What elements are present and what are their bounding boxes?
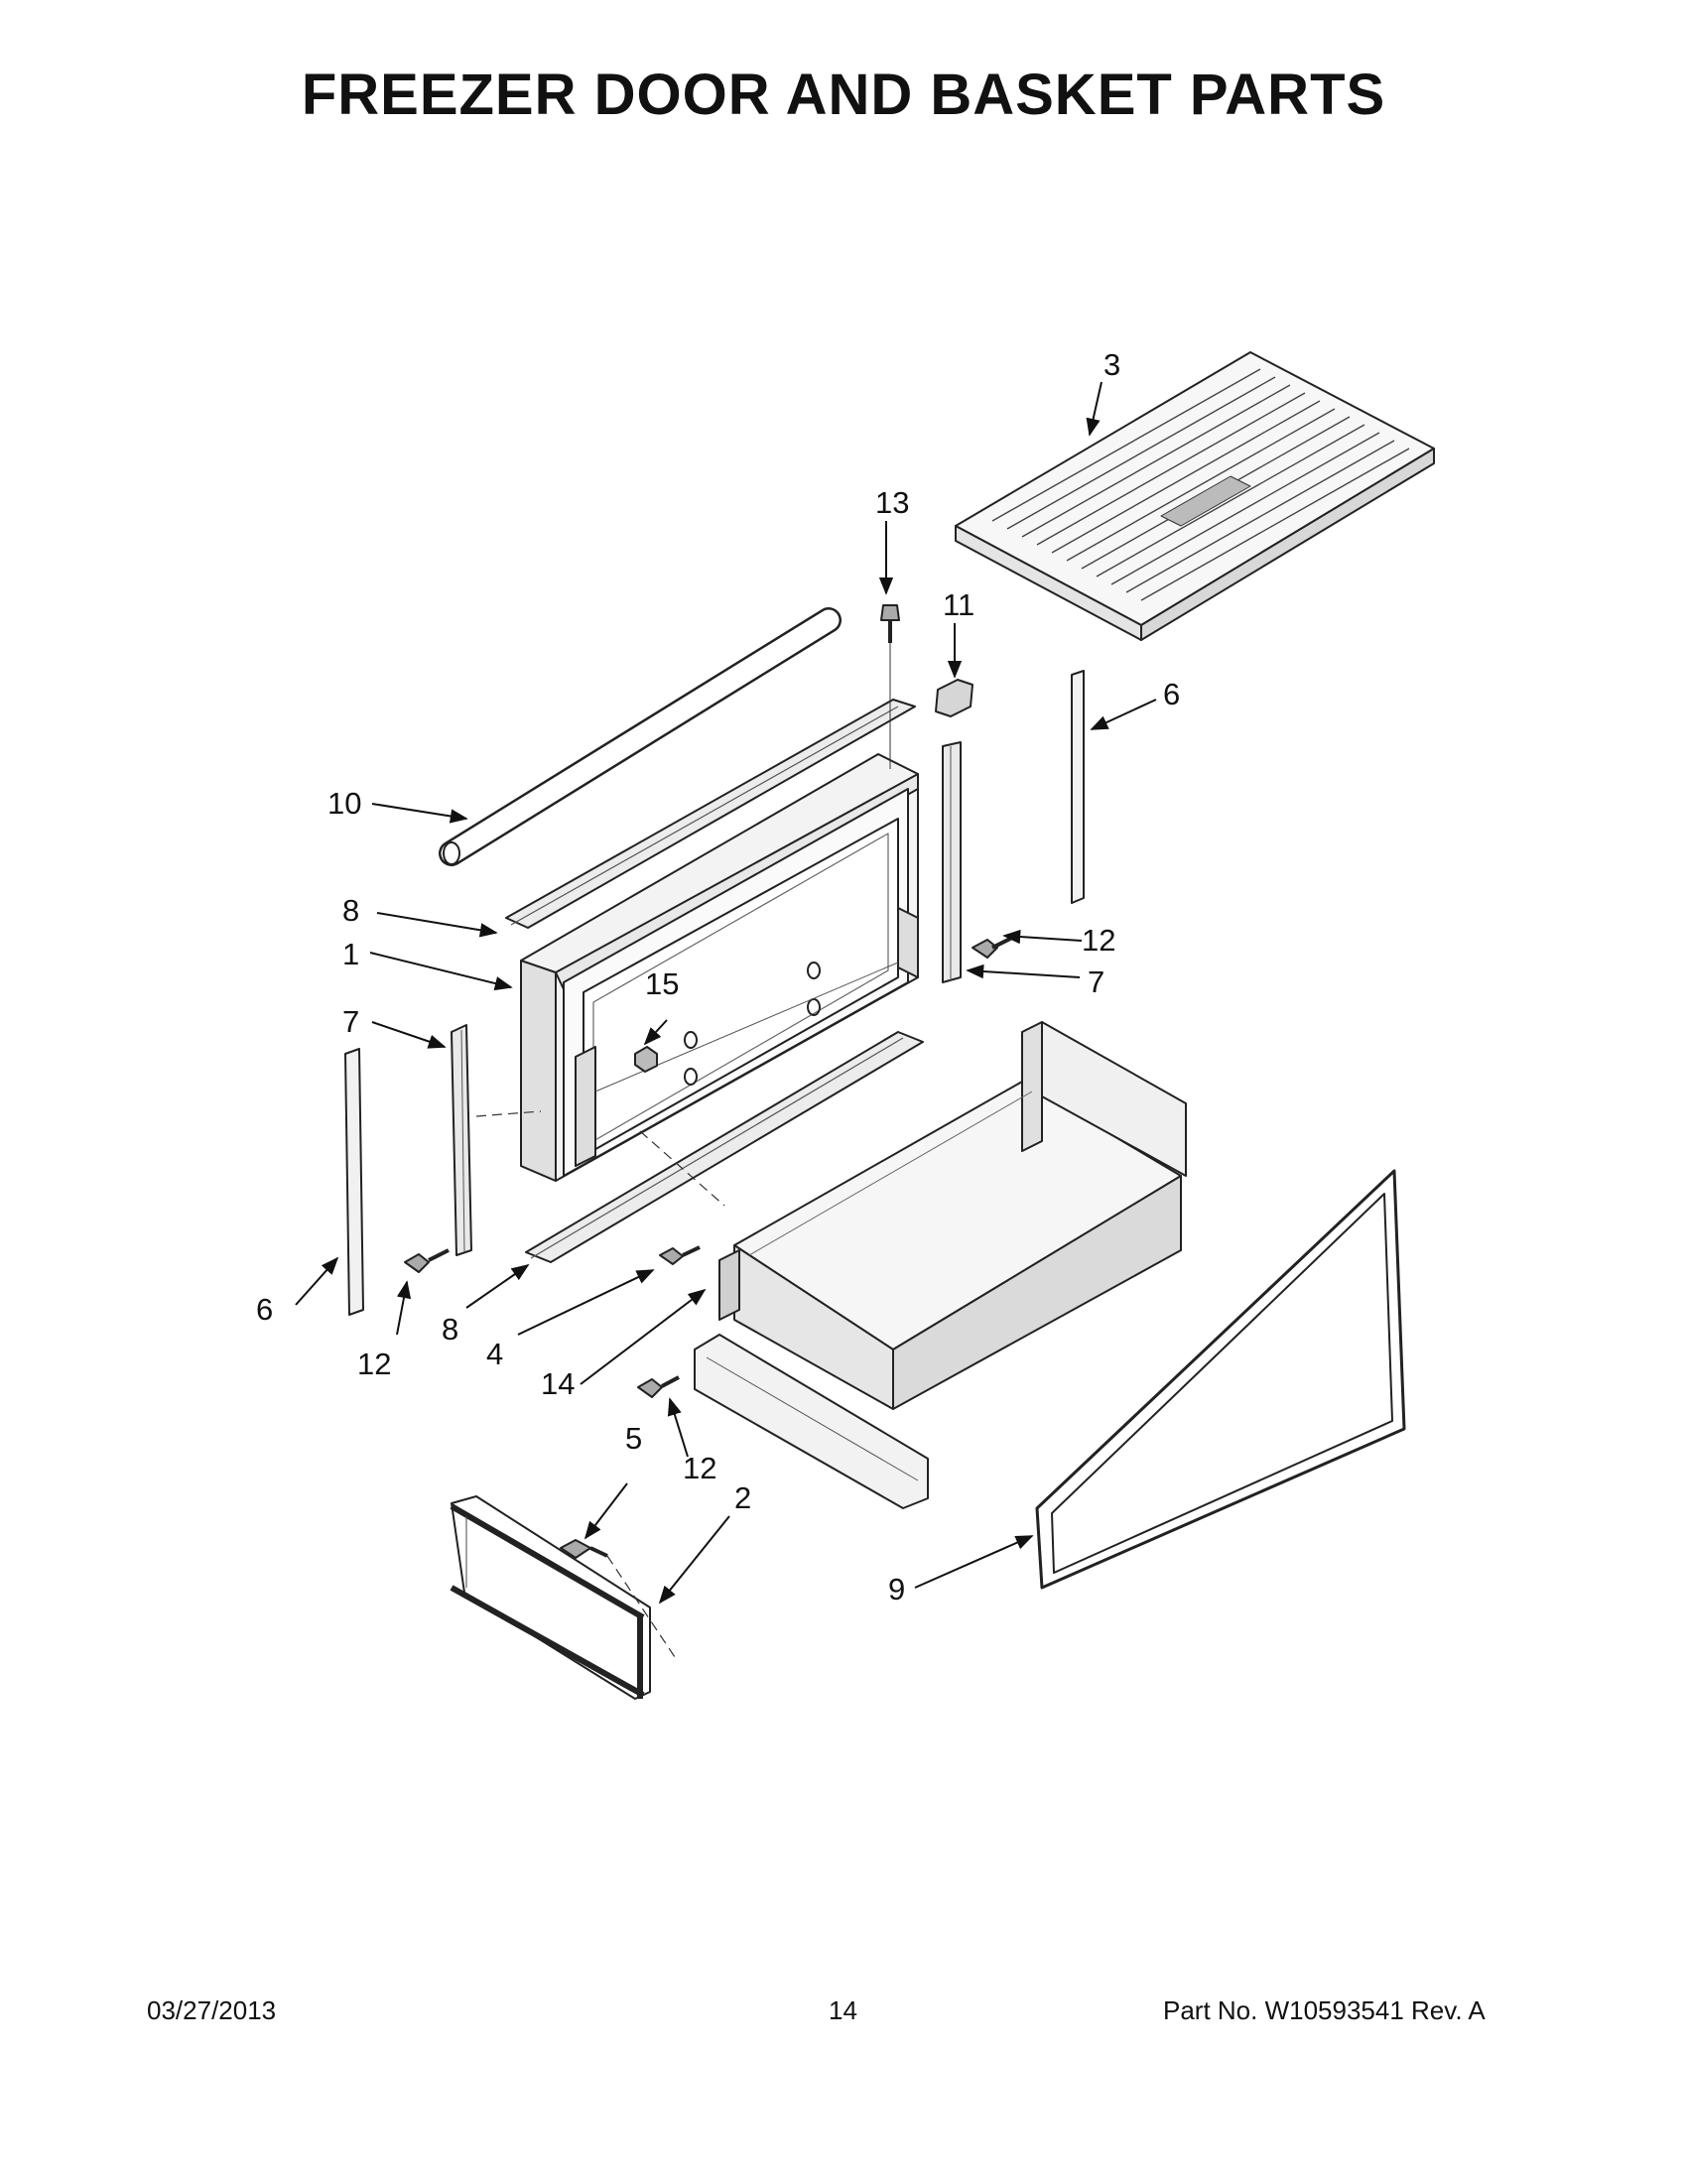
- callout-2: 2: [734, 1480, 751, 1515]
- callout-3: 3: [1103, 347, 1120, 382]
- callout-12-right: 12: [1082, 923, 1115, 958]
- callout-12-left: 12: [357, 1347, 391, 1381]
- alignment-lines: [475, 1110, 725, 1658]
- door-gasket-part: [1035, 1169, 1406, 1590]
- freezer-basket-part: [718, 1021, 1187, 1410]
- callout-6-left: 6: [256, 1292, 273, 1327]
- callout-5: 5: [625, 1421, 642, 1456]
- footer-date: 03/27/2013: [147, 1995, 277, 2025]
- callout-6-right: 6: [1163, 677, 1180, 711]
- center-nut-part: [634, 1046, 658, 1073]
- callout-4: 4: [486, 1337, 503, 1371]
- hinge-bracket-part: [935, 679, 973, 717]
- callout-10: 10: [327, 786, 361, 821]
- basket-screw-part: [659, 1245, 701, 1265]
- callout-12-bottom: 12: [683, 1451, 716, 1485]
- callout-labels: 3 13 11 6 10 8 12 1 15 7 7 6 12 8 4 14 5…: [256, 347, 1180, 1606]
- door-tube-part: [439, 607, 842, 866]
- upper-trim-strip-part: [505, 699, 916, 929]
- footer-part-number: Part No. W10593541 Rev. A: [1163, 1995, 1486, 2025]
- callout-1: 1: [342, 937, 359, 971]
- top-screw-part: [880, 604, 900, 769]
- right-screw-part: [972, 936, 1013, 959]
- rail-screw-part: [637, 1375, 680, 1398]
- shelf-grille-part: [955, 351, 1435, 641]
- handle-screw-part: [560, 1539, 608, 1559]
- lower-trim-strip-part: [525, 1031, 924, 1263]
- callout-9: 9: [888, 1572, 905, 1606]
- callout-15: 15: [645, 966, 679, 1001]
- callout-7-right: 7: [1088, 964, 1104, 999]
- left-side-trim-part: [451, 1024, 472, 1256]
- callout-8-bottom: 8: [442, 1312, 458, 1347]
- callout-8-top: 8: [342, 893, 359, 928]
- front-handle-panel-part: [450, 1495, 651, 1700]
- right-side-trim-part: [942, 741, 962, 983]
- door-frame-part: [520, 753, 919, 1182]
- right-trim-strip-part: [1071, 670, 1085, 904]
- left-screw-part: [404, 1248, 450, 1273]
- drawer-slide-rail-part: [694, 1334, 929, 1509]
- callout-11: 11: [943, 587, 974, 622]
- left-trim-strip-part: [344, 1048, 364, 1316]
- leader-lines: [295, 381, 1157, 1605]
- footer-page-number: 14: [829, 1995, 857, 2025]
- callout-14: 14: [541, 1366, 575, 1401]
- page-title: FREEZER DOOR AND BASKET PARTS: [301, 63, 1386, 127]
- callout-7-left: 7: [342, 1004, 359, 1039]
- callout-13: 13: [875, 485, 909, 520]
